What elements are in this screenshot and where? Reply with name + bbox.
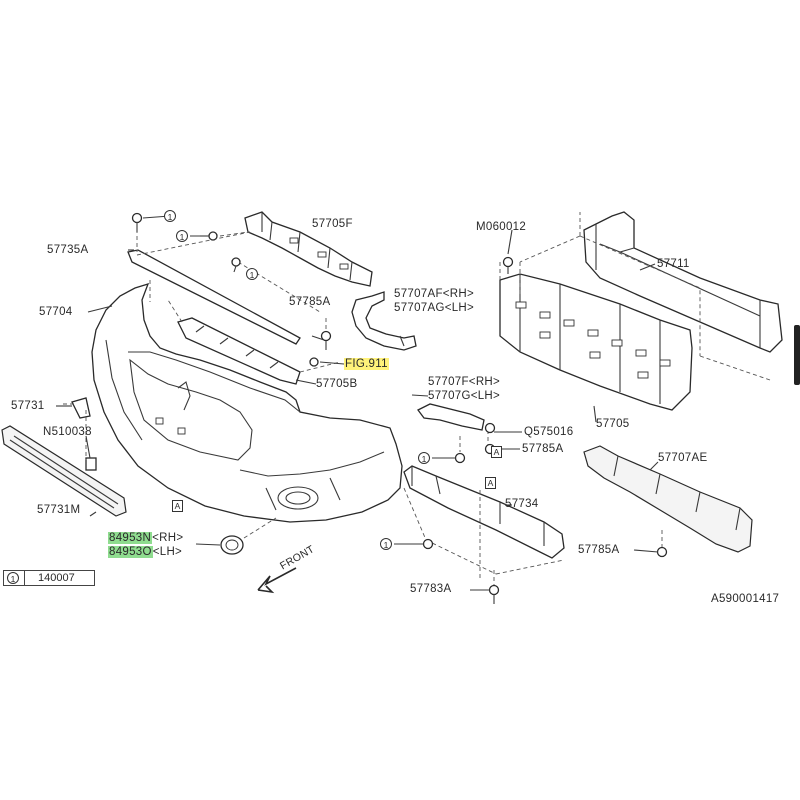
label-57707ag: 57707AG<LH> (394, 302, 475, 314)
callout-a-upper: A (491, 446, 502, 458)
legend-part: 140007 (38, 572, 75, 584)
side-absorber (583, 445, 753, 553)
drawing-code: A590001417 (711, 593, 780, 605)
label-57705: 57705 (596, 418, 630, 430)
label-57707g: 57707G<LH> (428, 390, 501, 402)
callout-a-lower: A (485, 477, 496, 489)
callout-1-lower: 1 (380, 538, 392, 550)
clip-57731 (71, 397, 91, 419)
label-57705b: 57705B (316, 378, 358, 390)
label-57731: 57731 (11, 400, 45, 412)
callout-1-top: 1 (164, 210, 176, 222)
side-bracket-lower (417, 403, 485, 431)
label-57707ae: 57707AE (658, 452, 708, 464)
callout-1-side: 1 (418, 452, 430, 464)
label-57704: 57704 (39, 306, 73, 318)
impact-beam (583, 211, 783, 353)
label-57735a: 57735A (47, 244, 89, 256)
label-57705f: 57705F (312, 218, 353, 230)
label-m060012: M060012 (476, 221, 527, 233)
callout-1-strip: 1 (246, 268, 258, 280)
label-57785a-upper: 57785A (289, 296, 331, 308)
label-57711: 57711 (657, 258, 690, 270)
nut-n510038 (85, 457, 97, 471)
label-84953n: 84953N<RH> (108, 532, 184, 544)
side-bracket-rh (351, 291, 417, 351)
front-arrow (257, 567, 297, 594)
label-57707af: 57707AF<RH> (394, 288, 475, 300)
upper-center-bracket (244, 211, 373, 287)
label-57783a: 57783A (410, 583, 452, 595)
label-57734: 57734 (505, 498, 539, 510)
lower-grille (1, 425, 127, 517)
reinforcement-beam (499, 273, 693, 411)
upper-strip (127, 249, 301, 345)
label-57785a-middle: 57785A (522, 443, 564, 455)
label-q575016: Q575016 (524, 426, 574, 438)
lower-beam (403, 465, 565, 559)
scrollbar-edge[interactable] (794, 325, 800, 385)
label-n510038: N510038 (43, 426, 92, 438)
center-lower-bracket (177, 317, 301, 385)
bumper-cover (91, 282, 403, 523)
callout-a-left: A (172, 500, 183, 512)
legend-box: 1 140007 (3, 570, 95, 586)
fog-lamp-ring (220, 535, 244, 555)
label-57707f: 57707F<RH> (428, 376, 501, 388)
callout-1-bracket: 1 (176, 230, 188, 242)
label-84953o: 84953O<LH> (108, 546, 183, 558)
label-57785a-lower: 57785A (578, 544, 620, 556)
label-57731m: 57731M (37, 504, 81, 516)
legend-marker: 1 (7, 572, 19, 584)
label-fig911: FIG.911 (344, 358, 389, 370)
legend-divider (24, 571, 25, 585)
